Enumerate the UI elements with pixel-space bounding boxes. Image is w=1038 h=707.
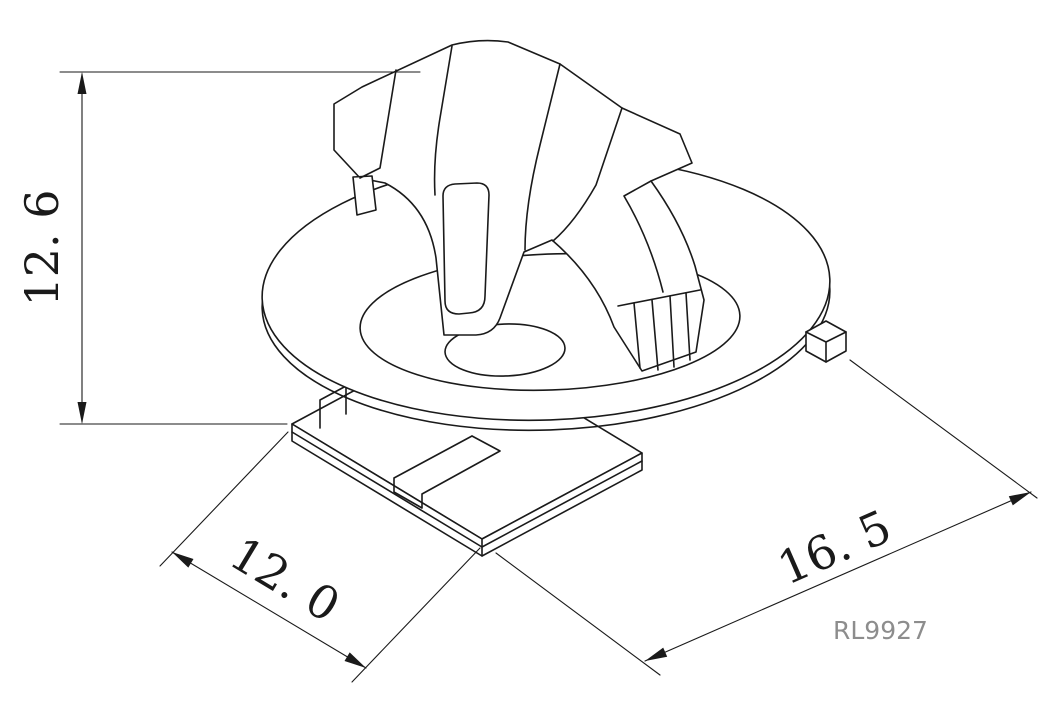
arrowhead-upper-right xyxy=(1008,492,1031,506)
arrowhead-up xyxy=(77,72,87,94)
base-step-line-left xyxy=(291,431,483,548)
base-left-notch xyxy=(319,385,347,429)
foot-rib-4 xyxy=(685,292,691,361)
clip-silhouette xyxy=(333,39,705,372)
right-wing-underside xyxy=(623,180,664,293)
dimension-width-label: 12. 0 xyxy=(221,526,349,633)
extension-line-lower xyxy=(495,552,661,676)
dimension-height: 12. 6 xyxy=(15,71,421,425)
umbrella-cone-rim xyxy=(359,252,741,392)
extension-line-left xyxy=(159,431,289,567)
disc-right-tab xyxy=(805,320,847,363)
umbrella-cone-tip xyxy=(444,323,566,377)
base-step-line-right xyxy=(481,460,643,548)
dimension-depth-label: 16. 5 xyxy=(770,499,899,595)
center-window xyxy=(442,182,490,315)
base-slot xyxy=(393,435,501,509)
extension-line-right xyxy=(351,547,481,683)
tab-edges xyxy=(805,331,847,363)
wing-arch-boundary xyxy=(359,69,397,179)
arrowhead-lower-left xyxy=(645,647,668,661)
foot-rib-1 xyxy=(633,302,641,369)
extension-line-upper xyxy=(849,359,1038,499)
clip-head xyxy=(333,39,705,372)
foot-rib-3 xyxy=(669,295,675,368)
arrowhead-upper-left xyxy=(172,552,194,568)
arrowhead-down xyxy=(77,402,87,424)
dimension-height-label: 12. 6 xyxy=(15,189,69,306)
dimension-line-diagonal xyxy=(644,491,1032,662)
front-ridge-right xyxy=(524,63,561,251)
arrowhead-lower-right xyxy=(344,652,366,668)
dimension-line-diagonal xyxy=(171,551,367,669)
slope-edge xyxy=(552,107,623,242)
foot-ribs xyxy=(617,289,701,371)
foot-rib-2 xyxy=(651,299,659,371)
part-drawing xyxy=(261,39,847,557)
part-number-label: RL9927 xyxy=(833,616,928,645)
front-ridge-left xyxy=(433,45,453,196)
left-wing-tab xyxy=(352,175,377,216)
